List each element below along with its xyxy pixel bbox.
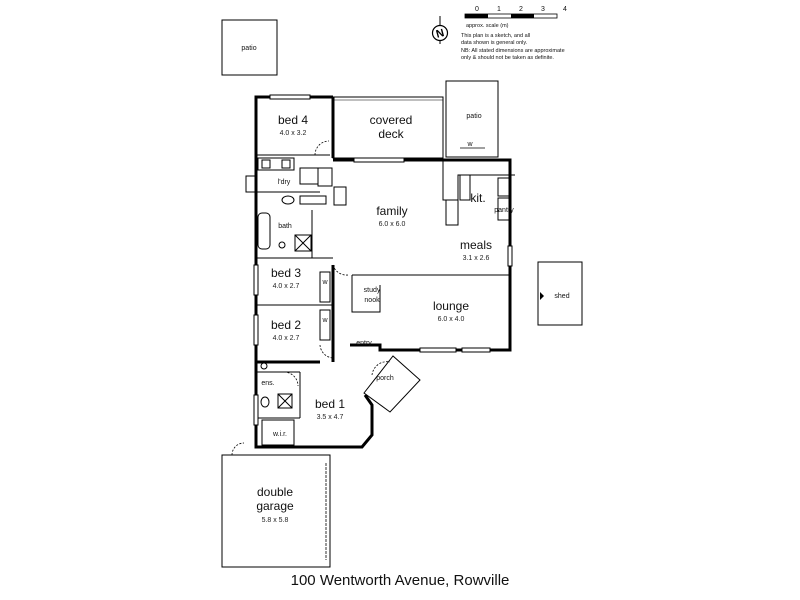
room-label-bed4: bed 4 [278, 113, 308, 127]
scale-note-3: NB: All stated dimensions are approximat… [461, 48, 565, 54]
scale-bar: 0 1 2 3 4 [464, 6, 567, 19]
room-bed3: bed 3 4.0 x 2.7 w [256, 266, 333, 306]
room-label-kitchen: kit. [470, 191, 485, 205]
room-label-study-1: study [364, 287, 381, 294]
room-entry: entry porch [356, 340, 394, 382]
bed3-wardrobe: w [321, 279, 328, 286]
property-address: 100 Wentworth Avenue, Rowville [290, 572, 510, 589]
bed2-wardrobe: w [321, 317, 328, 324]
pantry-label: pantry [494, 207, 514, 214]
scale-tick-0: 0 [475, 6, 479, 13]
room-label-study-2: nook [364, 297, 380, 304]
room-label-bed3: bed 3 [271, 266, 301, 280]
compass-label: N [435, 27, 446, 41]
room-label-family: family [376, 204, 407, 218]
room-label-laundry: l'dry [278, 179, 291, 186]
room-label-bath: bath [278, 223, 292, 230]
room-bed4: bed 4 4.0 x 3.2 [256, 113, 330, 156]
room-patio-topleft: patio [221, 19, 278, 76]
room-label-shed: shed [554, 293, 569, 300]
room-label-porch: porch [376, 375, 394, 382]
room-dims-bed1: 3.5 x 4.7 [317, 414, 344, 421]
room-shed: shed [537, 261, 583, 326]
room-label-ensuite: ens. [261, 380, 274, 387]
room-dims-bed3: 4.0 x 2.7 [273, 283, 300, 290]
room-dims-garage: 5.8 x 5.8 [262, 517, 289, 524]
room-dims-bed2: 4.0 x 2.7 [273, 335, 300, 342]
room-dims-bed4: 4.0 x 3.2 [280, 130, 307, 137]
room-patio-right: patio w [445, 80, 499, 158]
scale-caption: approx. scale (m) [466, 23, 509, 29]
room-label-meals: meals [460, 238, 492, 252]
scale-tick-4: 4 [563, 6, 567, 13]
room-label-covered-deck-2: deck [378, 127, 404, 141]
room-meals: meals 3.1 x 2.6 [460, 238, 513, 267]
room-kitchen: pantry kit. [442, 160, 515, 226]
room-garage: double garage 5.8 x 5.8 [221, 442, 331, 568]
wardrobe-marker: w [466, 141, 473, 148]
compass-icon: N [431, 16, 449, 44]
room-ensuite: ens. w.i.r. [256, 362, 301, 446]
room-bed2: bed 2 4.0 x 2.7 w [271, 309, 334, 359]
scale-tick-2: 2 [519, 6, 523, 13]
scale-note-2: data shown is general only. [461, 40, 528, 46]
room-label-patio-right: patio [466, 113, 481, 120]
scale-note-4: only & should not be taken as definite. [461, 55, 554, 61]
scale-tick-3: 3 [541, 6, 545, 13]
room-covered-deck: covered deck [332, 96, 444, 159]
room-label-lounge: lounge [433, 299, 469, 313]
room-label-garage-1: double [257, 485, 293, 499]
windows [253, 94, 405, 426]
room-dims-meals: 3.1 x 2.6 [463, 255, 490, 262]
room-label-covered-deck-1: covered [370, 113, 413, 127]
room-label-garage-2: garage [256, 499, 294, 513]
room-label-wir: w.i.r. [272, 431, 287, 438]
room-bed1: bed 1 3.5 x 4.7 [315, 397, 345, 421]
room-label-entry: entry [356, 340, 372, 347]
room-laundry: l'dry [245, 157, 333, 193]
scale-block: 0 1 2 3 4 approx. scale (m) This plan is… [461, 6, 567, 61]
room-label-patio-topleft: patio [241, 45, 256, 52]
scale-note-1: This plan is a sketch, and all [461, 33, 530, 39]
room-bath: bath [256, 195, 333, 259]
room-family: family 6.0 x 6.0 [332, 186, 408, 276]
room-label-bed2: bed 2 [271, 318, 301, 332]
room-label-bed1: bed 1 [315, 397, 345, 411]
room-study-lounge: study nook lounge 6.0 x 4.0 [351, 274, 510, 353]
room-dims-family: 6.0 x 6.0 [379, 221, 406, 228]
room-dims-lounge: 6.0 x 4.0 [438, 316, 465, 323]
scale-tick-1: 1 [497, 6, 501, 13]
